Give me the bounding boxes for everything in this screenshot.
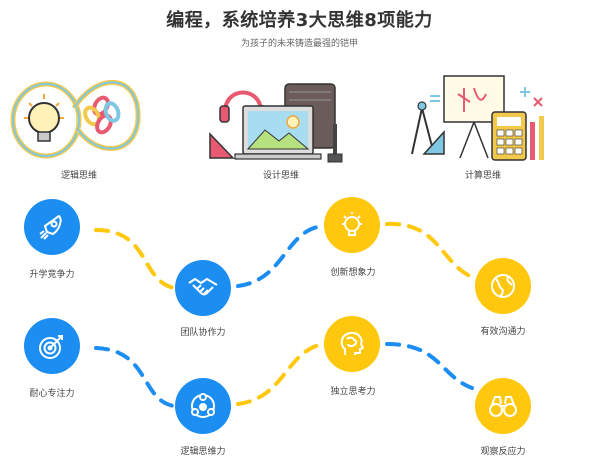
handshake-icon [175, 260, 231, 316]
ability-label: 观察反应力 [480, 447, 526, 457]
page-title: 编程，系统培养3大思维8项能力 [166, 10, 433, 31]
compass-calculator-icon [404, 72, 556, 167]
lightbulb-icon [324, 197, 380, 253]
binoculars-icon [475, 378, 531, 434]
globe-icon [475, 258, 531, 314]
page-subtitle: 为孩子的未来铸造最强的铠甲 [240, 39, 358, 49]
ability-label: 团队协作力 [180, 328, 226, 338]
ability-label: 逻辑思维力 [180, 447, 226, 457]
ability-label: 耐心专注力 [29, 389, 75, 399]
ability-label: 独立思考力 [330, 387, 376, 397]
thinking-label-computational: 计算思维 [464, 171, 501, 181]
thinking-label-design: 设计思维 [262, 171, 299, 181]
lightbulb-gears-icon [6, 68, 151, 168]
ability-label: 创新想象力 [330, 268, 376, 278]
network-icon [175, 378, 231, 434]
headphones-drawing-tablet-icon [205, 78, 360, 170]
ability-label: 升学竞争力 [29, 270, 75, 280]
brain-head-icon [324, 316, 380, 372]
ability-label: 有效沟通力 [480, 327, 526, 337]
target-icon [24, 318, 80, 374]
rocket-icon [24, 199, 80, 255]
thinking-label-logic: 逻辑思维 [60, 171, 97, 181]
